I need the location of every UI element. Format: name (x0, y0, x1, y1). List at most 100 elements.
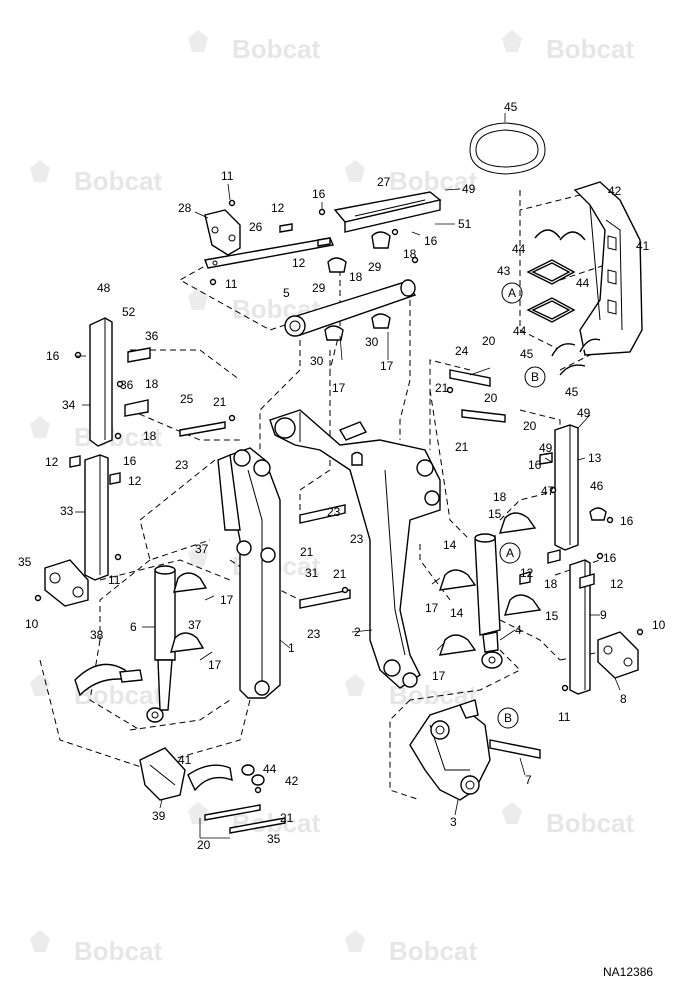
part-number: 27 (377, 175, 391, 189)
part-number: 36 (145, 329, 159, 343)
part-number: 15 (545, 609, 559, 623)
part-pivot-bracket (44, 559, 89, 607)
watermark-text: Bobcat (232, 34, 320, 64)
part-number: 20 (523, 419, 537, 433)
part-number: 12 (128, 474, 142, 488)
part-number: 33 (60, 504, 74, 518)
part-boom (269, 409, 441, 689)
watermark-logo-icon (188, 802, 208, 824)
part-number: 41 (636, 239, 650, 253)
part-number: 12 (271, 201, 285, 215)
part-number: 7 (525, 773, 532, 787)
part-cylinder-right (474, 533, 503, 669)
part-number: 11 (108, 573, 121, 587)
watermark-text: Bobcat (74, 936, 162, 966)
part-number: 18 (544, 577, 558, 591)
part-number: 1 (288, 641, 295, 655)
part-number: 44 (576, 276, 590, 290)
part-number: 21 (333, 567, 347, 581)
part-number: 44 (512, 242, 526, 256)
part-number: 12 (45, 455, 59, 469)
part-number: 10 (652, 618, 666, 632)
part-number: 44 (513, 324, 527, 338)
leader-lines (75, 183, 621, 839)
part-plate-mount (204, 209, 334, 269)
part-bolts (34, 199, 644, 794)
watermark-logo-icon (188, 545, 208, 567)
part-cross-tube (284, 279, 417, 337)
part-right-post (569, 559, 591, 695)
part-number: 43 (497, 264, 511, 278)
part-number: 29 (312, 281, 326, 295)
part-number: 8 (620, 692, 627, 706)
part-right-bracket (597, 631, 639, 679)
part-number: 23 (307, 627, 321, 641)
watermark-text: Bobcat (546, 34, 634, 64)
part-number: 21 (435, 381, 449, 395)
watermark-layer: Bobcat Bobcat Bobcat Bobcat Bobcat Bobca… (30, 30, 634, 966)
part-number: 16 (603, 551, 617, 565)
part-number: 18 (493, 490, 507, 504)
part-arm-plate (74, 663, 143, 697)
part-number: 46 (590, 479, 604, 493)
part-number: 18 (145, 377, 159, 391)
part-lower-plate (187, 764, 233, 792)
part-number: 48 (97, 281, 111, 295)
watermark-text: Bobcat (74, 166, 162, 196)
part-number: 17 (220, 593, 234, 607)
part-number: 11 (225, 277, 238, 291)
part-number: 23 (175, 458, 189, 472)
part-number: 28 (178, 201, 192, 215)
part-number: 12 (292, 256, 306, 270)
watermark-logo-icon (30, 416, 50, 438)
part-number: 23 (327, 505, 341, 519)
callout-label: B (504, 711, 512, 725)
part-number: 17 (380, 359, 394, 373)
part-number: 21 (455, 440, 469, 454)
part-number: 17 (332, 381, 346, 395)
part-number: 42 (608, 184, 622, 198)
part-number: 20 (197, 838, 211, 852)
part-number: 12 (520, 566, 534, 580)
part-hose-clamps (170, 507, 607, 656)
part-number: 16 (528, 458, 542, 472)
part-swivel-knuckle (139, 747, 186, 801)
part-bracket-frame (573, 181, 643, 356)
part-vertical-channel (89, 317, 151, 447)
part-hose-coil (469, 113, 546, 175)
watermark-text: Bobcat (389, 166, 477, 196)
part-number: 17 (208, 658, 222, 672)
part-number: 18 (403, 247, 417, 261)
part-number: 47 (541, 484, 555, 498)
watermark-logo-icon (30, 930, 50, 952)
part-small-blocks (279, 223, 391, 341)
part-number: 14 (443, 538, 457, 552)
part-cylinder-left (146, 565, 176, 723)
watermark-logo-icon (30, 160, 50, 182)
watermark-logo-icon (30, 674, 50, 696)
part-number: 15 (488, 507, 502, 521)
part-number: 44 (263, 762, 277, 776)
part-number: 35 (267, 832, 281, 846)
part-number: 20 (482, 334, 496, 348)
callout-label: A (506, 546, 514, 560)
part-number: 4 (515, 623, 522, 637)
part-number: 16 (46, 349, 60, 363)
part-number: 38 (90, 628, 104, 642)
part-number: 17 (432, 669, 446, 683)
part-number: 10 (25, 617, 39, 631)
part-number: 16 (312, 187, 326, 201)
part-number: 34 (62, 398, 76, 412)
part-number: 26 (249, 220, 263, 234)
part-number: 14 (450, 606, 464, 620)
part-number: 52 (122, 305, 136, 319)
part-number: 20 (484, 391, 498, 405)
part-number: 45 (520, 347, 534, 361)
part-top-rail (333, 191, 442, 233)
part-number: 51 (458, 217, 472, 231)
drawing-code: NA12386 (603, 965, 653, 979)
part-number: 5 (283, 286, 290, 300)
part-number: 21 (280, 811, 294, 825)
part-number: 16 (620, 514, 634, 528)
